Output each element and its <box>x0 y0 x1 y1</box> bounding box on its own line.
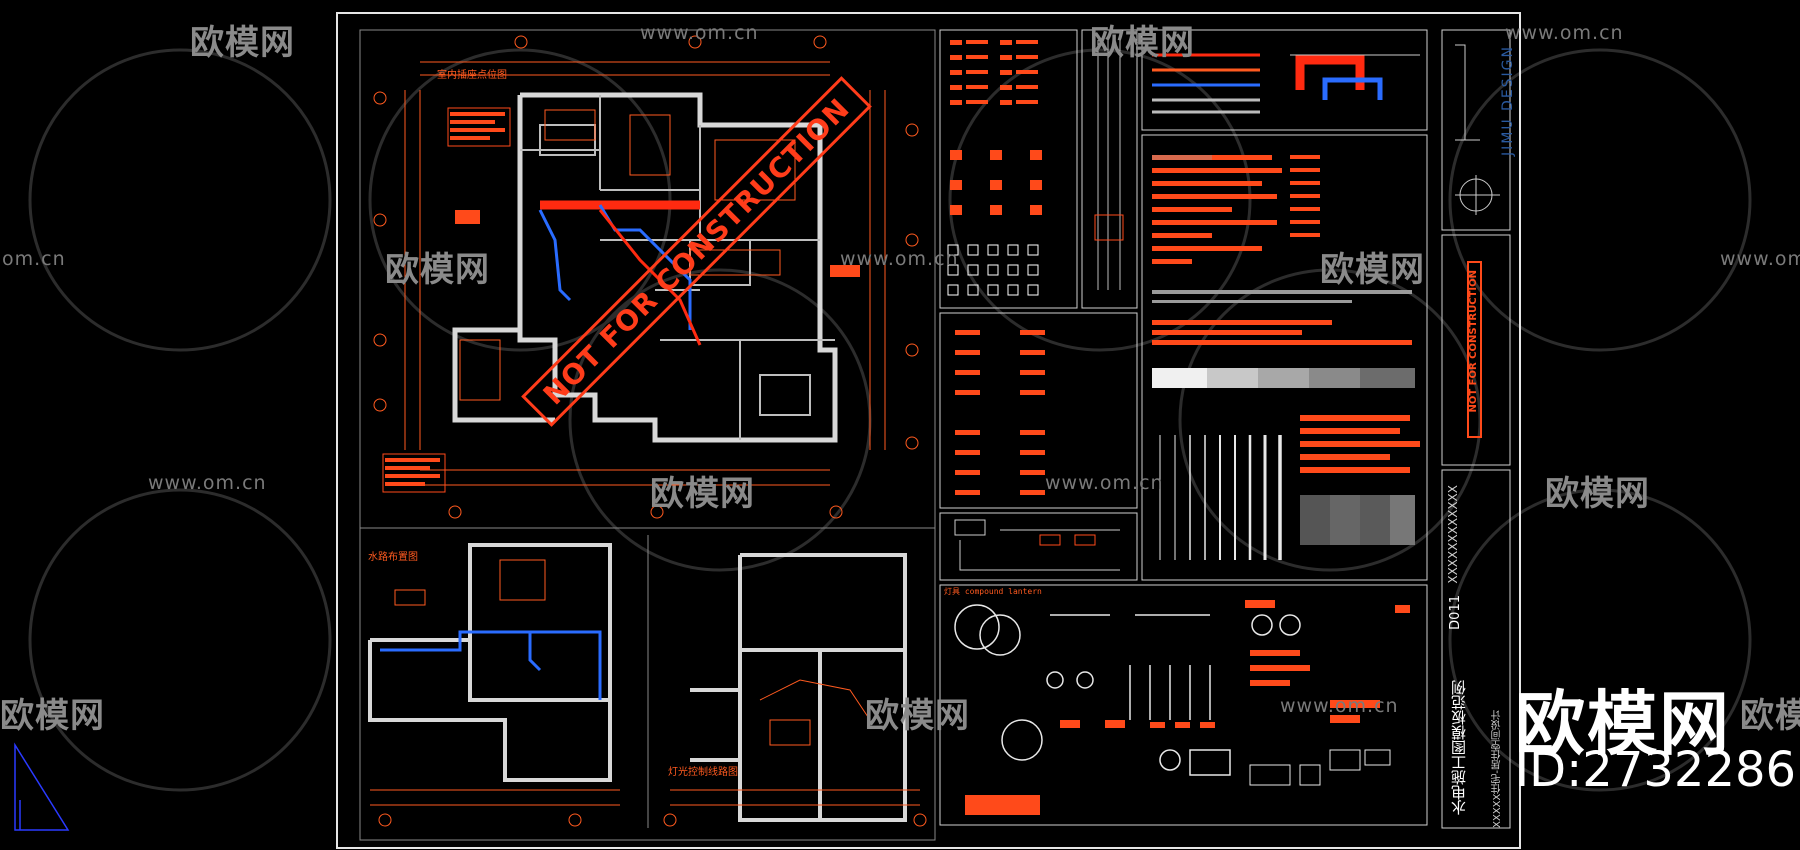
water-pipes <box>538 200 702 346</box>
designer-mark: JIMU DESIGN <box>1500 45 1516 156</box>
watermark-cn-9: 欧模网 <box>1740 696 1800 736</box>
material-swatches <box>1300 495 1415 545</box>
watermark-cn-1: 欧模网 <box>190 23 295 63</box>
water-layout-plan <box>368 543 612 782</box>
brand-name: 欧模网 <box>1515 683 1731 765</box>
placeholder-text: XXXXXXXXXXXX <box>1446 485 1460 584</box>
lantern-legend-title: 灯具 compound lantern <box>944 587 1042 596</box>
watermark-cn-3: 欧模网 <box>385 250 490 290</box>
watermark-url-7: www.om.cn <box>1045 472 1164 494</box>
floor-plan-walls <box>452 92 838 443</box>
lantern-legend <box>954 604 1301 776</box>
water-section-title: 水路布置图 <box>368 552 418 563</box>
gray-scale-bar <box>1152 368 1415 388</box>
watermark-url-3: om.cn <box>2 248 66 270</box>
watermark-url-8: www.om.cn <box>1280 695 1399 717</box>
watermark-url-6: www.om.cn <box>148 472 267 494</box>
watermark-url-4: www.om.cn <box>840 248 959 270</box>
title-block-mark <box>1455 44 1500 215</box>
model-id: ID:2732286 <box>1515 742 1797 798</box>
switch-schematic <box>954 519 1120 571</box>
plan-title: 室内插座点位图 <box>437 70 507 81</box>
watermark-cn-8: 欧模网 <box>865 696 970 736</box>
watermark-cn-4: 欧模网 <box>1320 250 1425 290</box>
lighting-control-plan <box>690 553 907 822</box>
symbol-legend <box>950 40 1045 495</box>
watermark-url-1: www.om.cn <box>640 22 759 44</box>
sheet-frame <box>336 12 1521 849</box>
watermark-cn-5: 欧模网 <box>650 474 755 514</box>
drawing-code: D011 <box>1448 595 1463 630</box>
watermark-url-2: www.om.cn <box>1505 22 1624 44</box>
line-type-bars <box>1152 155 1420 473</box>
legend-frames <box>939 29 1511 829</box>
line-weight-samples <box>1159 435 1282 560</box>
main-floor-plan <box>373 35 919 519</box>
watermark-cn-7: 欧模网 <box>0 696 105 736</box>
north-arrow-icon <box>14 742 70 831</box>
project-name: XXXXX住宅-居住空间设计 <box>1492 710 1503 828</box>
pipe-legend <box>1152 53 1420 114</box>
drawing-name: 水电施工图模板范例 <box>1450 680 1468 815</box>
lighting-section-title: 灯光控制线路图 <box>668 767 738 778</box>
watermark-cn-6: 欧模网 <box>1545 474 1650 514</box>
watermark-cn-2: 欧模网 <box>1090 23 1195 63</box>
plan-area-frame <box>359 29 936 841</box>
side-stamp: NOT FOR CONSTRUCTION <box>1468 270 1479 413</box>
watermark-url-5: www.om.cn <box>1720 248 1800 270</box>
